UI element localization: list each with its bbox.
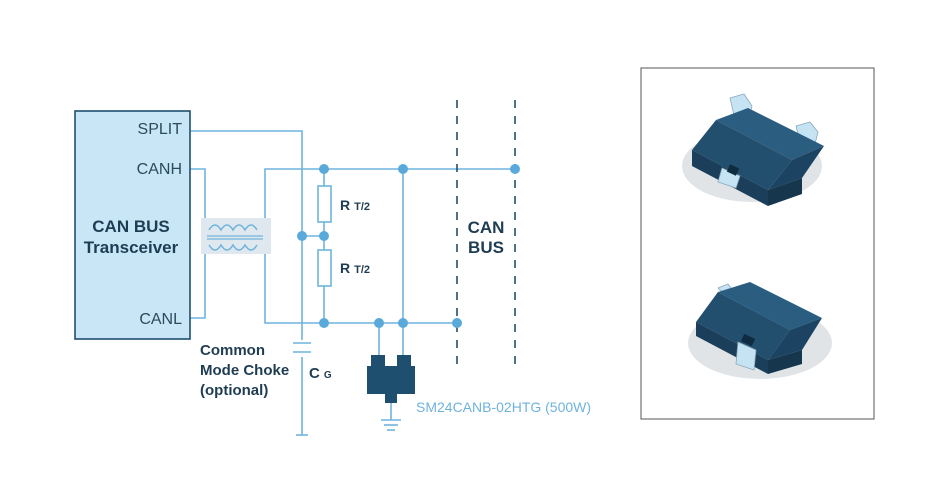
pin-split-label: SPLIT bbox=[138, 121, 183, 138]
node bbox=[297, 231, 307, 241]
can-bus-lines bbox=[456, 100, 516, 368]
node bbox=[510, 164, 520, 174]
node bbox=[398, 164, 408, 174]
node bbox=[319, 164, 329, 174]
sot23-package-bottom-view bbox=[688, 282, 832, 379]
transceiver-block bbox=[74, 110, 191, 340]
node bbox=[319, 231, 329, 241]
canl-to-choke-wire bbox=[190, 244, 215, 319]
pin-canh-label: CANH bbox=[137, 161, 182, 178]
common-mode-choke bbox=[201, 218, 271, 254]
tvs-part-label: SM24CANB-02HTG (500W) bbox=[416, 399, 591, 415]
can-bus-label-line1: CAN bbox=[468, 218, 505, 237]
choke-label-line2: Mode Choke bbox=[200, 362, 289, 379]
resistor-top bbox=[317, 185, 332, 223]
node bbox=[398, 318, 408, 328]
resistor-bottom bbox=[317, 249, 332, 287]
sot23-package-top-view bbox=[682, 93, 824, 206]
node bbox=[319, 318, 329, 328]
transceiver-title-line2: Transceiver bbox=[84, 238, 179, 257]
transceiver-title-line1: CAN BUS bbox=[92, 217, 169, 236]
choke-canl-out-wire bbox=[255, 244, 457, 324]
pin-canl-label: CANL bbox=[139, 311, 182, 328]
choke-label-line3: (optional) bbox=[200, 382, 268, 399]
choke-label-line1: Common bbox=[200, 342, 265, 359]
can-bus-label-line2: BUS bbox=[468, 238, 504, 257]
node bbox=[452, 318, 462, 328]
tvs-device-symbol bbox=[367, 355, 415, 403]
split-wire bbox=[190, 130, 303, 340]
capacitor-cg bbox=[293, 342, 311, 353]
junction-nodes bbox=[297, 164, 520, 328]
node bbox=[374, 318, 384, 328]
